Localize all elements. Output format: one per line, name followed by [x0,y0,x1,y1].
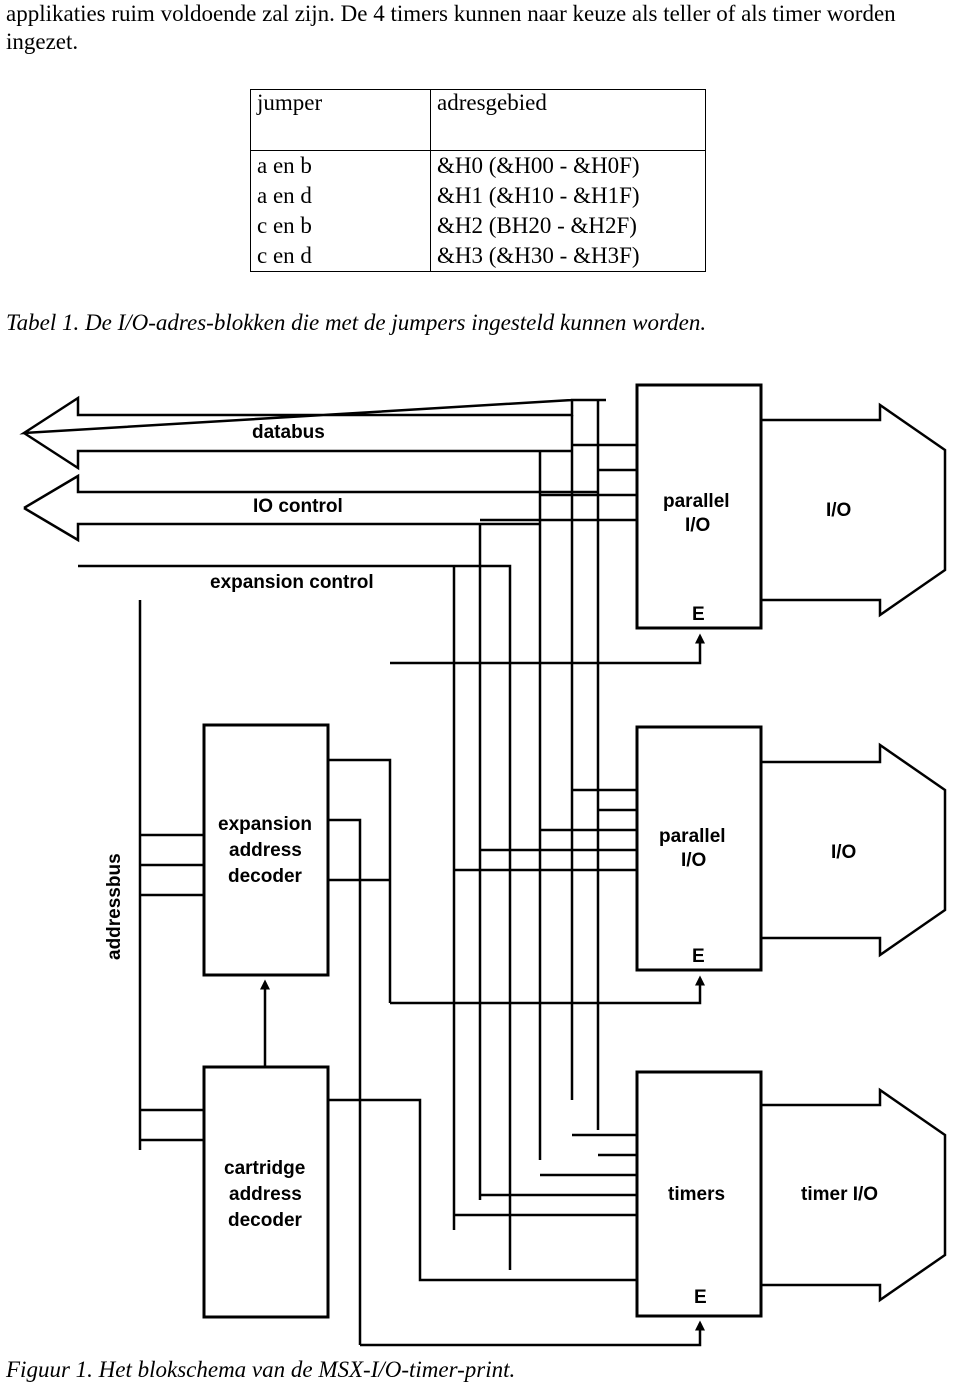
parallel-io-2-label-2: I/O [681,850,706,871]
table-cell: a en d [257,183,312,208]
table-header-row: jumper adresgebied [250,89,706,151]
header-adresgebied: adresgebied [430,89,706,151]
parallel-io-1-block [635,383,763,630]
block-diagram: databus IO control expansion control add… [19,383,947,1347]
cartridge-decoder-label-1: cartridge [224,1158,305,1179]
timer-io-arrow [761,1087,947,1303]
io-2-label: I/O [831,842,856,863]
enable-3-label: E [694,1287,707,1308]
table-cell: &H3 (&H30 - &H3F) [437,243,640,268]
table-body-row: a en b a en d c en b c en d &H0 (&H00 - … [250,150,706,272]
table-cell: c en d [257,243,312,268]
io-2-arrow [761,742,947,958]
expansion-decoder-block [202,723,330,977]
expansion-decoder-label-3: decoder [228,866,303,887]
table-cell: a en b [257,153,312,178]
intro-paragraph: applikaties ruim voldoende zal zijn. De … [6,1,896,54]
expansion-control-line [78,564,512,1270]
table-caption: Tabel 1. De I/O-adres-blokken die met de… [6,310,707,335]
io-1-arrow [761,402,947,618]
table-cell: &H1 (&H10 - &H1F) [437,183,640,208]
enable-2-label: E [692,946,705,967]
cartridge-decoder-label-3: decoder [228,1210,303,1231]
timers-label: timers [668,1184,725,1205]
expansion-decoder-label-2: address [229,840,302,861]
expansion-control-label: expansion control [210,572,374,593]
jumper-column: a en b a en d c en b c en d [250,150,431,272]
io-control-arrow [23,473,598,510]
parallel-io-1-label-1: parallel [663,491,730,512]
figure-caption: Figuur 1. Het blokschema van de MSX-I/O-… [6,1357,516,1382]
databus-arrow-lower [23,431,572,471]
table-cell: &H0 (&H00 - &H0F) [437,153,640,178]
io-control-arrow-lower [23,506,540,543]
addressbus-line [138,600,204,1150]
io-1-label: I/O [826,500,851,521]
parallel-io-1-label-2: I/O [685,515,710,536]
jumper-table: jumper adresgebied a en b a en d c en b … [250,89,706,272]
parallel-io-2-block [635,725,763,972]
table-cell: c en b [257,213,312,238]
adresgebied-column: &H0 (&H00 - &H0F) &H1 (&H10 - &H1F) &H2 … [430,150,706,272]
addressbus-label: addressbus [104,853,125,960]
databus-arrow [19,395,606,435]
parallel-io-2-label-1: parallel [659,826,726,847]
databus-label: databus [252,422,325,443]
header-jumper: jumper [250,89,431,151]
io-control-label: IO control [253,496,343,517]
cartridge-decoder-label-2: address [229,1184,302,1205]
enable-1-label: E [692,604,705,625]
expansion-decoder-label-1: expansion [218,814,312,835]
timer-io-label: timer I/O [801,1184,878,1205]
table-cell: &H2 (BH20 - &H2F) [437,213,637,238]
